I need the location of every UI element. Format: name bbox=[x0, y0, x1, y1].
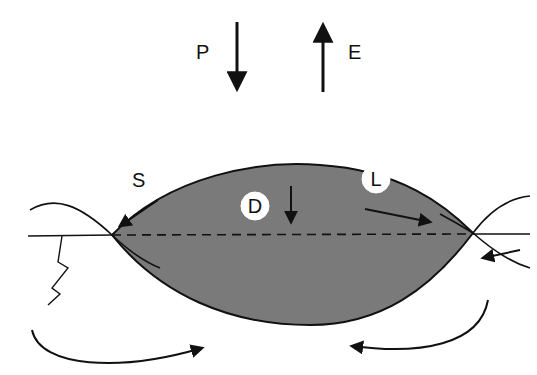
circle-fill bbox=[241, 192, 269, 220]
surface-curve bbox=[440, 214, 530, 268]
flux-arrow bbox=[322, 26, 325, 92]
crack-line bbox=[48, 236, 68, 305]
circle-fill bbox=[362, 165, 390, 193]
level-line bbox=[473, 233, 530, 235]
flow-arrow bbox=[290, 186, 292, 222]
circle-letter: D bbox=[248, 196, 262, 216]
circle-marker: D bbox=[240, 191, 270, 221]
flow-arrow bbox=[483, 250, 520, 258]
circle-marker: L bbox=[361, 164, 391, 194]
flux-label: P bbox=[196, 42, 209, 62]
lens-body bbox=[112, 164, 473, 325]
circulation-arrow bbox=[352, 300, 488, 349]
flux-label: S bbox=[132, 170, 145, 190]
level-line bbox=[28, 235, 112, 236]
flow-arrow bbox=[120, 200, 158, 226]
surface-curve bbox=[473, 196, 530, 233]
flux-label: E bbox=[348, 42, 361, 62]
dashed-level bbox=[112, 234, 473, 235]
circulation-arrow bbox=[32, 330, 202, 363]
flow-arrow bbox=[365, 209, 430, 222]
flux-arrow bbox=[236, 22, 239, 88]
circle-letter: L bbox=[370, 169, 381, 189]
